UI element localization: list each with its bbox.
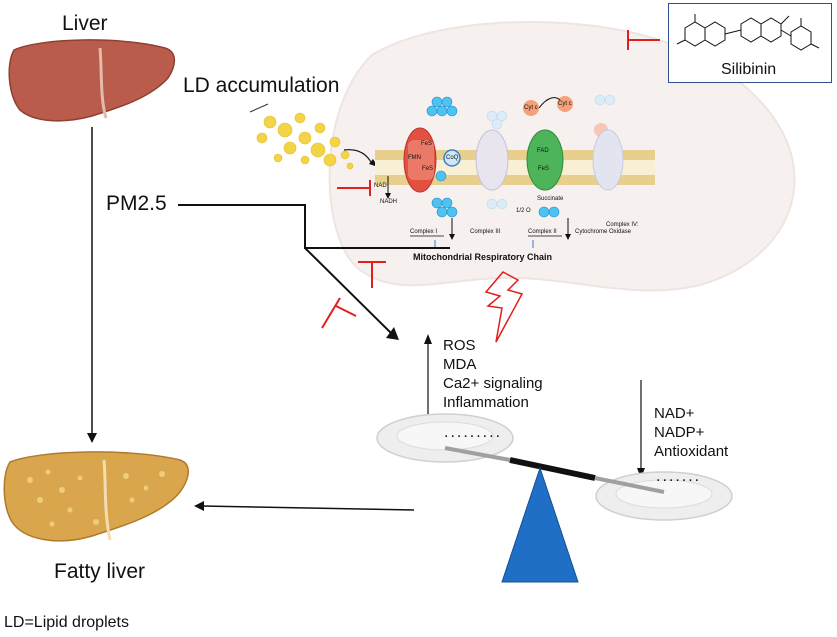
liver-organ bbox=[8, 39, 176, 122]
ld-accumulation-label: LD accumulation bbox=[183, 74, 340, 97]
complex-4-label: Complex IV: bbox=[606, 222, 639, 228]
oxygen-label: 1/2 O bbox=[516, 208, 531, 214]
left-plate-up-arrowhead bbox=[424, 334, 432, 344]
liver-ligament bbox=[98, 47, 108, 119]
complex-4-sub-label: Cytochrome Oxidase bbox=[575, 229, 632, 235]
silibinin-structure-icon bbox=[676, 14, 820, 51]
left-item-mda: MDA bbox=[443, 356, 477, 373]
cytc-circle-2 bbox=[557, 96, 573, 112]
fatty-liver-organ bbox=[3, 451, 189, 542]
mito-chain-title: Mitochondrial Respiratory Chain bbox=[413, 252, 553, 262]
liver-to-fatty-arrowhead bbox=[87, 433, 97, 443]
left-item-ros: ROS bbox=[443, 337, 476, 354]
left-plate-dots: ......... bbox=[444, 424, 503, 441]
inner-membrane bbox=[375, 150, 655, 185]
beam-center bbox=[509, 457, 596, 481]
silibinin-label: Silibinin bbox=[721, 61, 777, 78]
cytc-label-2: Cyt c bbox=[558, 101, 572, 107]
fmn-label: FMN bbox=[408, 155, 421, 161]
complex-1-subunit bbox=[408, 140, 434, 180]
fad-label: FAD bbox=[537, 148, 549, 154]
fes-label-1: FeS bbox=[421, 141, 433, 147]
complex-1-down-head bbox=[449, 234, 455, 240]
complex-3-label: Complex III bbox=[470, 229, 501, 235]
pm25-to-balance-arrowhead bbox=[386, 327, 399, 340]
pm25-to-chain-line bbox=[178, 204, 450, 249]
complex-3-shape bbox=[475, 129, 509, 191]
balance-inhibition-bar bbox=[321, 297, 341, 329]
right-item-antioxidant: Antioxidant bbox=[654, 443, 729, 460]
coq-circle bbox=[443, 149, 461, 167]
nad-label: NAD bbox=[374, 183, 387, 189]
ld-label-connector bbox=[249, 103, 269, 113]
fes-label-2: FeS bbox=[422, 166, 434, 172]
succinate-label: Succinate bbox=[537, 196, 564, 202]
cytc-label-1: Cyt c bbox=[524, 105, 538, 111]
cytc-circle-1 bbox=[523, 100, 539, 116]
nadh-label: NADH bbox=[380, 199, 398, 205]
left-plate-list: ROS MDA Ca2+ signaling Inflammation bbox=[443, 336, 543, 412]
balance-inhibition-line bbox=[335, 305, 357, 317]
lipid-droplets bbox=[256, 112, 354, 170]
complex-2-label: Complex II bbox=[528, 229, 557, 235]
balance-fulcrum bbox=[501, 466, 579, 583]
footnote-label: LD=Lipid droplets bbox=[4, 614, 129, 631]
cytc-arrow bbox=[538, 97, 561, 109]
fes-label-3: FeS bbox=[538, 166, 550, 172]
complex-2-down-head bbox=[565, 234, 571, 240]
liver-label: Liver bbox=[62, 12, 108, 35]
lightning-bolt bbox=[484, 271, 524, 343]
faded-proton-bubbles bbox=[486, 94, 616, 210]
right-item-nad: NAD+ bbox=[654, 405, 695, 422]
fatty-liver-spots bbox=[27, 469, 165, 527]
fatty-liver-ligament bbox=[102, 459, 112, 541]
beam-left bbox=[444, 446, 511, 462]
fatty-liver-label: Fatty liver bbox=[54, 560, 146, 583]
complex-1-label: Complex I bbox=[410, 229, 438, 235]
proton-bubbles bbox=[426, 96, 560, 218]
left-item-inflammation: Inflammation bbox=[443, 394, 529, 411]
complex-4-shape bbox=[592, 129, 624, 191]
right-item-nadp: NADP+ bbox=[654, 424, 705, 441]
pm25-label: PM2.5 bbox=[106, 192, 167, 215]
balance-to-fatty-arrow bbox=[201, 505, 415, 511]
beam-right bbox=[594, 476, 665, 494]
right-plate-dots: ....... bbox=[656, 468, 702, 485]
coq-label: CoQ bbox=[446, 155, 459, 161]
balance-to-fatty-arrowhead bbox=[194, 501, 204, 511]
silibinin-box: Silibinin bbox=[668, 3, 832, 83]
nad-arrowhead bbox=[385, 193, 391, 199]
pm25-to-balance-arrow bbox=[304, 247, 393, 335]
complex-2-shape bbox=[526, 129, 564, 191]
left-item-ca: Ca2+ signaling bbox=[443, 375, 543, 392]
right-plate-list: NAD+ NADP+ Antioxidant bbox=[654, 404, 728, 461]
